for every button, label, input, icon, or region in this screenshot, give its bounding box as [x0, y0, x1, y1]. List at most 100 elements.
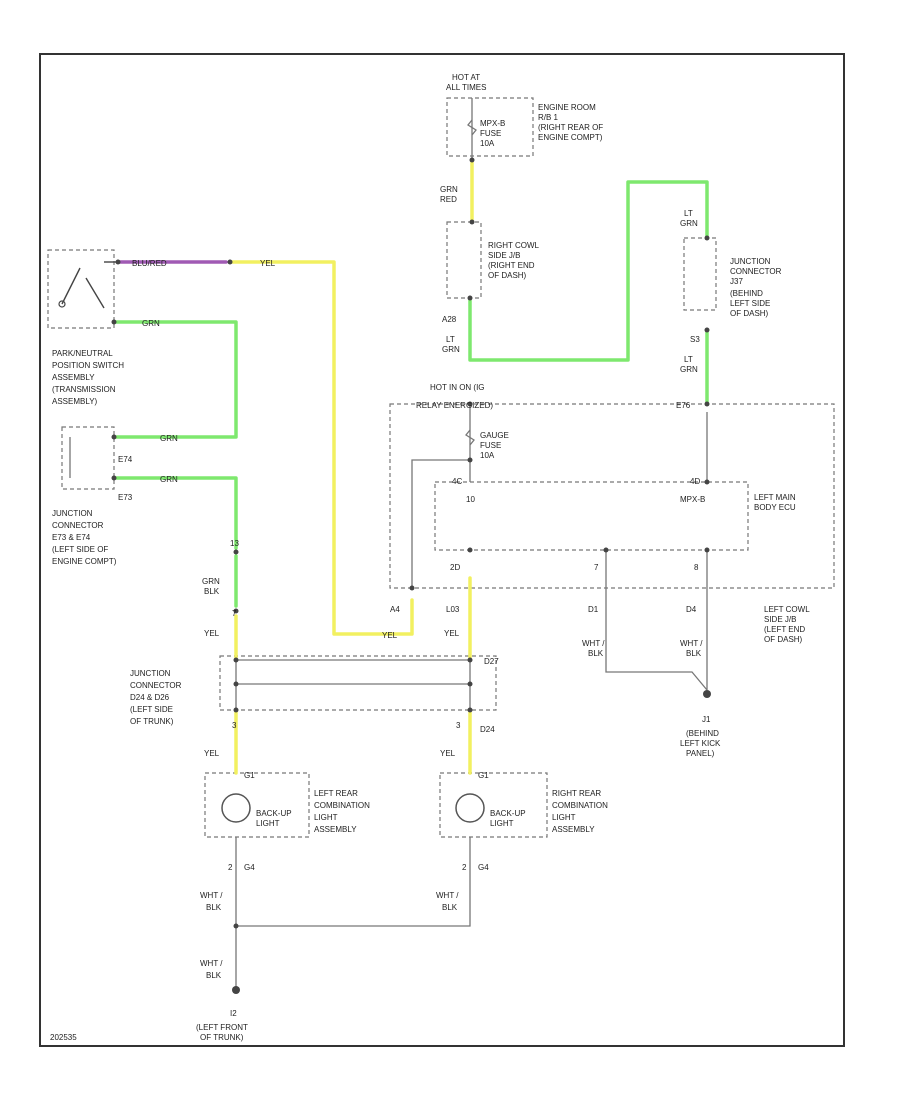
label-ground-i2-2: (LEFT FRONT [196, 1023, 248, 1032]
label-engine-room-jb-2: R/B 1 [538, 113, 559, 122]
label-pin-2d: 2D [450, 563, 460, 572]
label-pnp-switch-3: ASSEMBLY [52, 373, 95, 382]
junction-connector-e73-box [61, 426, 115, 490]
label-wht-blk-4: WHT / [436, 891, 459, 900]
label-pin-10: 10 [466, 495, 475, 504]
label-wht-blk-3: WHT / [200, 891, 223, 900]
label-left-main-ecu: LEFT MAIN [754, 493, 796, 502]
label-right-cowl-jb-3: (RIGHT END [488, 261, 535, 270]
label-conn-l03: L03 [446, 605, 460, 614]
label-ground-i2: I2 [230, 1009, 237, 1018]
pnp-switch-contact [58, 300, 66, 308]
label-wire-lt-grn-1: LT [446, 335, 455, 344]
label-gauge-fuse-3: 10A [480, 451, 495, 460]
label-left-rear-light-4: ASSEMBLY [314, 825, 357, 834]
label-junction-d24-2: CONNECTOR [130, 681, 182, 690]
label-junction-e73-3: E73 & E74 [52, 533, 91, 542]
label-pin-7: 7 [594, 563, 599, 572]
label-mpx-fuse-2: FUSE [480, 129, 501, 138]
label-pnp-switch-5: ASSEMBLY) [52, 397, 98, 406]
label-pin-3b: 3 [456, 721, 461, 730]
label-conn-g1: G1 [244, 771, 255, 780]
label-engine-room-jb-4: ENGINE COMPT) [538, 133, 603, 142]
label-left-cowl-jb-4: OF DASH) [764, 635, 803, 644]
label-left-rear-light-2: COMBINATION [314, 801, 370, 810]
label-junction-j37-4: (BEHIND [730, 289, 763, 298]
label-conn-e74: E74 [118, 455, 133, 464]
label-engine-room-jb-3: (RIGHT REAR OF [538, 123, 603, 132]
label-junction-e73-5: ENGINE COMPT) [52, 557, 117, 566]
label-wire-lt-grn-2: LT [684, 209, 693, 218]
label-junction-e73-4: (LEFT SIDE OF [52, 545, 108, 554]
label-ground-i2-3: OF TRUNK) [200, 1033, 244, 1042]
label-pin-13: 13 [230, 539, 239, 548]
wire-yel-switch-to-jb [230, 260, 414, 636]
label-wire-yel-2: YEL [204, 629, 220, 638]
label-conn-g1b: G1 [478, 771, 489, 780]
label-conn-a28: A28 [442, 315, 457, 324]
label-ground-j1-3: LEFT KICK [680, 739, 721, 748]
label-right-rear-light-4: ASSEMBLY [552, 825, 595, 834]
label-wire-grn-2: GRN [160, 434, 178, 443]
label-left-main-ecu-2: BODY ECU [754, 503, 796, 512]
label-junction-d24-4: (LEFT SIDE [130, 705, 173, 714]
label-right-rear-light-2: COMBINATION [552, 801, 608, 810]
label-wire-lt-grn-1b: GRN [442, 345, 460, 354]
label-wht-blk-2: WHT / [680, 639, 703, 648]
label-junction-e73-2: CONNECTOR [52, 521, 104, 530]
label-junction-d24-3: D24 & D26 [130, 693, 170, 702]
label-junction-j37-6: OF DASH) [730, 309, 769, 318]
label-conn-g4b: G4 [478, 863, 489, 872]
ground-j1-icon [703, 690, 711, 698]
label-mpx-fuse: MPX-B [480, 119, 505, 128]
label-left-cowl-jb: LEFT COWL [764, 605, 810, 614]
right-backup-bulb-icon [455, 793, 485, 823]
label-hot-at-2: ALL TIMES [446, 83, 486, 92]
label-hot-ign-2: RELAY ENERGIZED) [416, 401, 493, 410]
ground-i2-icon [232, 986, 240, 994]
label-wire-grn-blk: GRN [202, 577, 220, 586]
label-mpx-b: MPX-B [680, 495, 705, 504]
label-wire-lt-grn-3: LT [684, 355, 693, 364]
label-right-cowl-jb-4: OF DASH) [488, 271, 527, 280]
label-backup-light-left-2: LIGHT [256, 819, 280, 828]
label-junction-j37-3: J37 [730, 277, 743, 286]
label-junction-d24: JUNCTION [130, 669, 171, 678]
label-engine-room-jb: ENGINE ROOM [538, 103, 596, 112]
label-wire-grn-3: GRN [160, 475, 178, 484]
label-wire-yel-5: YEL [204, 749, 220, 758]
label-wire-yel-6: YEL [440, 749, 456, 758]
label-gauge-fuse-2: FUSE [480, 441, 501, 450]
label-conn-s3: S3 [690, 335, 700, 344]
label-pin-2b: 2 [462, 863, 467, 872]
label-wht-blk-4b: BLK [442, 903, 458, 912]
label-pnp-switch-2: POSITION SWITCH [52, 361, 124, 370]
label-wire-lt-grn-3b: GRN [680, 365, 698, 374]
left-main-body-ecu-box [434, 481, 749, 551]
label-pin-4c: 4C [452, 477, 462, 486]
wire-grn-e73 [112, 476, 238, 550]
label-wht-blk-1: WHT / [582, 639, 605, 648]
wire-grn-switch-to-e74 [112, 320, 238, 439]
label-pin-3: 3 [232, 721, 237, 730]
label-mpx-fuse-3: 10A [480, 139, 495, 148]
engine-room-relay-block-box [446, 97, 534, 157]
label-left-cowl-jb-3: (LEFT END [764, 625, 805, 634]
label-right-rear-light: RIGHT REAR [552, 789, 601, 798]
label-backup-light-left: BACK-UP [256, 809, 292, 818]
label-wire-grn-red-2: RED [440, 195, 457, 204]
label-conn-d1: D1 [588, 605, 599, 614]
label-backup-light-right-2: LIGHT [490, 819, 514, 828]
wire-right-lamp-ground [236, 837, 471, 927]
label-junction-j37: JUNCTION [730, 257, 771, 266]
wire-lt-grn-upper [468, 180, 709, 362]
label-conn-d4: D4 [686, 605, 697, 614]
label-wire-grn-blk-2: BLK [204, 587, 220, 596]
label-left-cowl-jb-2: SIDE J/B [764, 615, 796, 624]
label-wht-blk-1b: BLK [588, 649, 604, 658]
label-left-rear-light-3: LIGHT [314, 813, 338, 822]
label-conn-e76: E76 [676, 401, 691, 410]
label-junction-e73: JUNCTION [52, 509, 93, 518]
label-wht-blk-5: WHT / [200, 959, 223, 968]
